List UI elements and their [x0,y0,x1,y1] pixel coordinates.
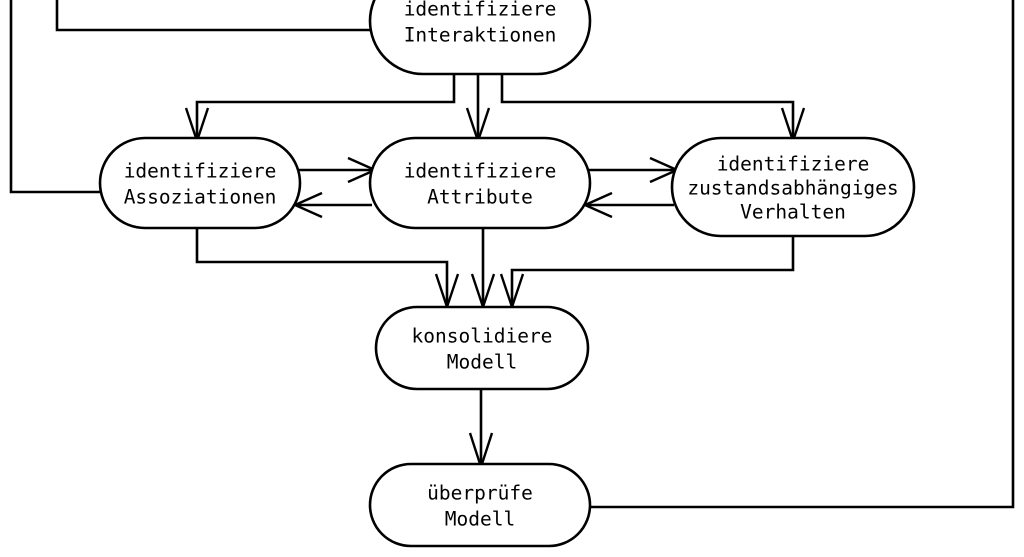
edge-interaktionen-to-verhalten [500,74,795,140]
node-shape-assoziationen [98,136,302,230]
node-label-verhalten-line2: zustandsabhängiges [687,177,898,200]
node-label-interaktionen-line1: identifiziere [404,0,557,21]
node-identifiziere-attribute[interactable]: identifiziere Attribute [368,136,592,230]
node-konsolidiere-modell[interactable]: konsolidiere Modell [374,305,590,391]
edge-interaktionen-to-assoziationen [195,74,456,140]
node-label-ueberpruefe-line1: überprüfe [427,482,533,505]
node-label-konsolidiere-line1: konsolidiere [412,325,553,348]
node-label-verhalten-line3: Verhalten [740,201,846,224]
edge-feedback-left-to-assoziationen [9,0,103,194]
node-label-assoziationen-line2: Assoziationen [124,186,277,209]
node-identifiziere-interaktionen[interactable]: identifiziere Interaktionen [368,0,592,76]
node-label-attribute-line1: identifiziere [404,160,557,183]
edge-feedback-left-to-interaktionen [55,0,372,32]
edge-layer [9,0,1015,509]
node-ueberpruefe-modell[interactable]: überprüfe Modell [368,462,592,548]
node-label-assoziationen-line1: identifiziere [124,160,277,183]
node-label-interaktionen-line2: Interaktionen [404,24,557,47]
node-shape-verhalten [670,136,916,238]
node-label-konsolidiere-line2: Modell [447,351,517,374]
node-label-attribute-line2: Attribute [427,186,533,209]
node-shape-attribute [368,136,592,230]
node-identifiziere-assoziationen[interactable]: identifiziere Assoziationen [98,136,302,230]
node-layer: identifiziere Interaktionen identifizier… [98,0,916,548]
edge-ueberpruefe-feedback-right [588,0,1015,509]
node-shape-konsolidiere [374,305,590,391]
node-shape-ueberpruefe [368,462,592,548]
node-identifiziere-zustandsabhaengiges-verhalten[interactable]: identifiziere zustandsabhängiges Verhalt… [670,136,916,238]
edge-verhalten-to-konsolidiere [510,234,795,306]
edge-assoziationen-to-konsolidiere [195,226,449,306]
node-label-verhalten-line1: identifiziere [717,153,870,176]
node-shape-interaktionen [368,0,592,76]
node-label-ueberpruefe-line2: Modell [445,508,515,531]
